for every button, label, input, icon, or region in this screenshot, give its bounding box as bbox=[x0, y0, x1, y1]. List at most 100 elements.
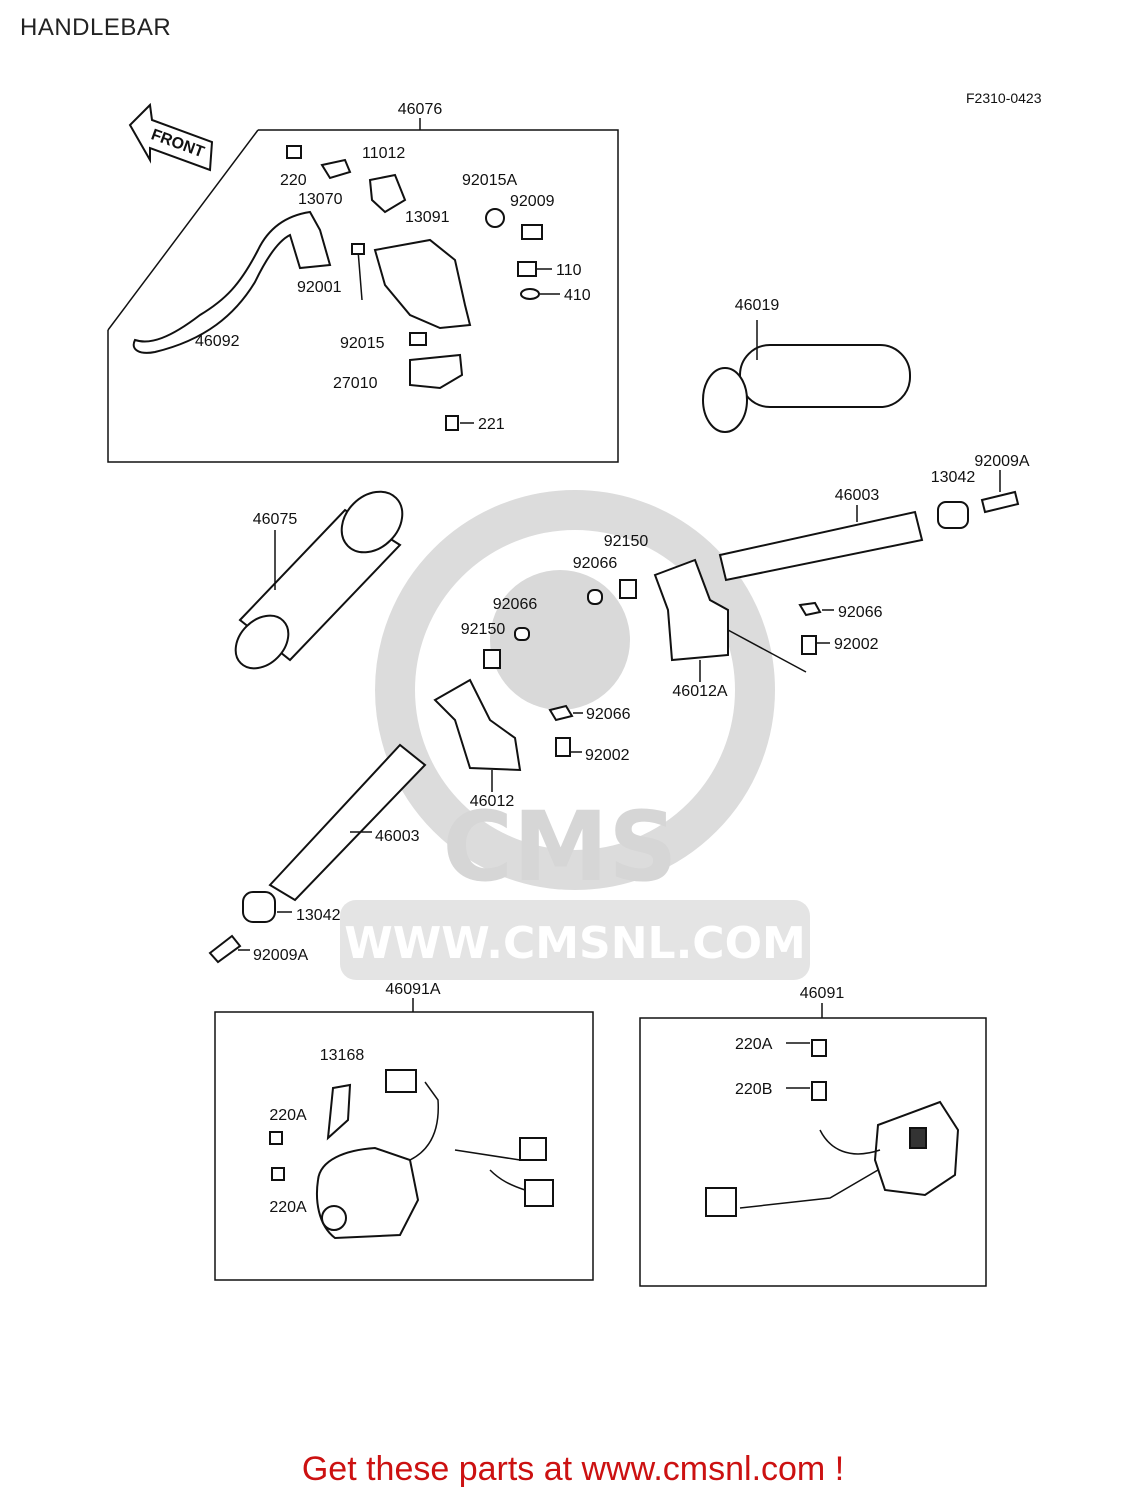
figure-code: F2310-0423 bbox=[966, 90, 1042, 106]
part-label-92150-left: 92150 bbox=[461, 621, 506, 638]
part-label-46003-right: 46003 bbox=[835, 487, 880, 504]
part-13070 bbox=[320, 158, 352, 180]
nut-92066-left-2 bbox=[548, 704, 574, 722]
footer-link-text[interactable]: Get these parts at www.cmsnl.com ! bbox=[301, 1450, 845, 1488]
part-label-27010: 27010 bbox=[333, 375, 378, 392]
right-grip-flange bbox=[702, 367, 748, 433]
right-switch-frame bbox=[639, 1017, 987, 1287]
bar-end-13042-right bbox=[937, 501, 969, 529]
watermark-url: WWW.CMSNL.COM bbox=[344, 918, 806, 969]
lever-assembly-frame-diagonal bbox=[107, 129, 259, 331]
part-label-13091: 13091 bbox=[405, 209, 450, 226]
bolt-92150-left bbox=[483, 649, 501, 669]
part-label-92009A-right: 92009A bbox=[974, 453, 1029, 470]
part-label-92066-right-2: 92066 bbox=[838, 604, 883, 621]
clip-13168 bbox=[326, 1083, 352, 1141]
right-handlebar-group: 46003 13042 92009A 46012A 92150 92066 92… bbox=[573, 453, 1030, 700]
part-label-92066-left-2: 92066 bbox=[586, 706, 631, 723]
part-label-92015: 92015 bbox=[340, 335, 385, 352]
part-label-220A-1: 220A bbox=[269, 1107, 307, 1124]
part-label-46091: 46091 bbox=[800, 985, 845, 1002]
clutch-lever-46092 bbox=[132, 210, 332, 354]
part-label-13168: 13168 bbox=[320, 1047, 365, 1064]
nut-92015A bbox=[485, 208, 505, 228]
part-label-46012A: 46012A bbox=[672, 683, 727, 700]
nut-92066-right-2 bbox=[798, 601, 822, 617]
left-handlebar-46003 bbox=[268, 743, 427, 902]
lever-assembly-group: 46076 46092 220 13070 11012 13091 92001 … bbox=[107, 101, 619, 463]
part-label-220B: 220B bbox=[735, 1081, 772, 1098]
right-switch-wire-2 bbox=[819, 1129, 881, 1155]
front-arrow: FRONT bbox=[128, 102, 214, 172]
screw-92009A-right bbox=[980, 490, 1020, 514]
part-label-92066-right-1: 92066 bbox=[573, 555, 618, 572]
watermark-ring bbox=[375, 490, 775, 890]
part-label-92002-left: 92002 bbox=[585, 747, 630, 764]
part-label-46092: 46092 bbox=[195, 333, 240, 350]
left-switch-connector-3 bbox=[524, 1179, 554, 1207]
left-switch-connector-1 bbox=[385, 1069, 417, 1093]
nut-92066-left-1 bbox=[514, 627, 530, 641]
part-11012 bbox=[368, 173, 407, 214]
part-label-46012: 46012 bbox=[470, 793, 515, 810]
part-label-92015A: 92015A bbox=[462, 172, 517, 189]
part-label-46091A: 46091A bbox=[385, 981, 440, 998]
part-label-46076: 46076 bbox=[398, 101, 443, 118]
left-grip-flange bbox=[340, 490, 404, 554]
bar-end-13042-left bbox=[242, 891, 276, 923]
part-label-92150-right: 92150 bbox=[604, 533, 649, 550]
left-grip-group: 46075 bbox=[234, 490, 404, 670]
left-switch-connector-2 bbox=[519, 1137, 547, 1161]
leader-line bbox=[727, 629, 807, 673]
screw-220A-2 bbox=[271, 1167, 285, 1181]
right-grip-group: 46019 bbox=[702, 297, 911, 433]
clamp-46012A bbox=[653, 558, 729, 662]
bolt-92001 bbox=[357, 249, 363, 301]
nut-92066-right-1 bbox=[587, 589, 603, 605]
left-handlebar-group: 46003 13042 92009A 46012 92150 92066 920… bbox=[208, 596, 631, 964]
part-label-220A-2: 220A bbox=[269, 1199, 307, 1216]
left-switch-wire-2 bbox=[454, 1149, 521, 1161]
screw-220A-3 bbox=[811, 1039, 827, 1057]
part-label-220A-3: 220A bbox=[735, 1036, 773, 1053]
part-label-92066-left-1: 92066 bbox=[493, 596, 538, 613]
nut-92015 bbox=[409, 332, 427, 346]
part-label-13042-left-text: 13042 bbox=[296, 907, 341, 924]
part-label-92001: 92001 bbox=[297, 279, 342, 296]
left-switch-wire-3 bbox=[489, 1169, 526, 1191]
part-label-220: 220 bbox=[280, 172, 307, 189]
screw-220B bbox=[811, 1081, 827, 1101]
right-switch-button bbox=[909, 1127, 927, 1149]
part-label-92009A-left: 92009A bbox=[253, 947, 308, 964]
watermark-brand: CMS bbox=[442, 791, 677, 903]
clamp-46012 bbox=[433, 678, 522, 772]
left-switch-frame bbox=[214, 1011, 594, 1281]
lever-bracket-13091 bbox=[373, 238, 472, 330]
part-label-11012: 11012 bbox=[362, 145, 405, 162]
screw-221 bbox=[445, 415, 459, 431]
switch-27010 bbox=[409, 353, 464, 390]
part-label-110: 110 bbox=[556, 262, 582, 279]
page-title: HANDLEBAR bbox=[20, 14, 172, 41]
part-label-92009: 92009 bbox=[510, 193, 555, 210]
left-switch-bore bbox=[321, 1205, 347, 1231]
part-label-221: 221 bbox=[478, 416, 505, 433]
watermark-logo: CMS WWW.CMSNL.COM bbox=[340, 490, 810, 980]
watermark-banner bbox=[340, 900, 810, 980]
right-switch-connector bbox=[705, 1187, 737, 1217]
part-label-13070: 13070 bbox=[298, 191, 343, 208]
screw-220A-1 bbox=[269, 1131, 283, 1145]
washer-410 bbox=[520, 288, 540, 300]
bolt-92002-left bbox=[555, 737, 571, 757]
watermark-face bbox=[490, 570, 630, 710]
lever-assembly-frame bbox=[107, 129, 619, 463]
bolt-92002-right bbox=[801, 635, 817, 655]
left-switch-group: 46091A 13168 220A 220A bbox=[214, 981, 594, 1281]
part-label-46019: 46019 bbox=[735, 297, 780, 314]
front-arrow-shape bbox=[128, 102, 214, 172]
part-label-92002-right: 92002 bbox=[834, 636, 879, 653]
part-label-410: 410 bbox=[564, 287, 591, 304]
right-switch-group: 46091 220A 220B bbox=[639, 985, 987, 1287]
screw-220 bbox=[286, 145, 302, 159]
right-switch-wire bbox=[739, 1169, 879, 1209]
